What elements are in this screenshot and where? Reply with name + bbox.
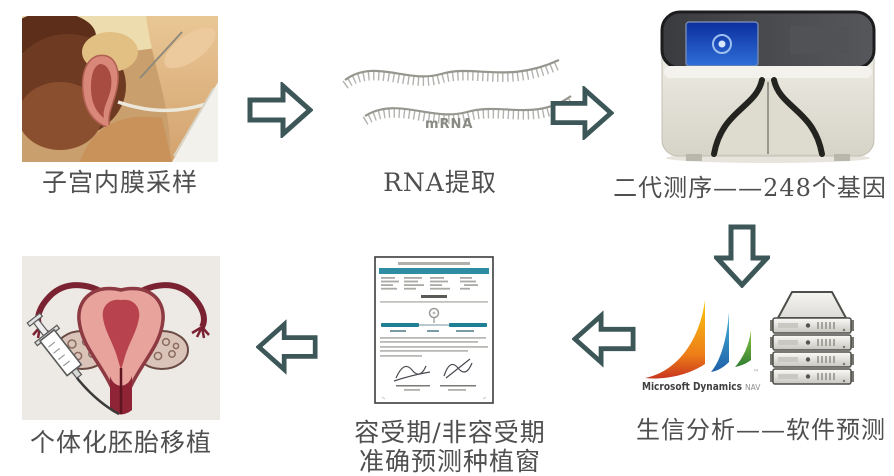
mrna-text-label: mRNA bbox=[425, 117, 474, 132]
prediction-label-line1: 容受期/非容受期 bbox=[354, 418, 546, 447]
report-document bbox=[374, 256, 494, 404]
arrow-left-icon bbox=[256, 319, 318, 375]
arrow-right-icon bbox=[550, 86, 614, 140]
arrow-right-icon bbox=[247, 82, 313, 138]
endometrial-sampling-image bbox=[22, 16, 218, 162]
dynamics-nav-logo: ™ Microsoft Dynamics NAV bbox=[642, 300, 761, 393]
logo-brand-text: Microsoft Dynamics bbox=[642, 380, 742, 393]
arrow-left-icon bbox=[572, 310, 636, 368]
arrow-down-icon bbox=[714, 224, 770, 288]
server-rack-icon bbox=[770, 291, 854, 385]
step-label-bioinformatics: 生信分析——软件预测 bbox=[636, 416, 886, 444]
step-label-rna: RNA提取 bbox=[383, 168, 497, 197]
mrna-strands-icon: mRNA bbox=[342, 59, 574, 132]
embryo-transfer-image bbox=[22, 256, 220, 420]
step-label-prediction: 容受期/非容受期 准确预测种植窗 bbox=[330, 418, 570, 476]
sequencer-machine-icon bbox=[660, 10, 876, 163]
logo-suffix-text: NAV bbox=[745, 383, 761, 392]
step-label-sampling: 子宫内膜采样 bbox=[41, 168, 198, 197]
step-label-sequencing: 二代测序——248个基因 bbox=[613, 174, 887, 202]
logo-tm-mark: ™ bbox=[753, 369, 759, 376]
step-label-transfer: 个体化胚胎移植 bbox=[29, 428, 212, 457]
prediction-label-line2: 准确预测种植窗 bbox=[358, 447, 541, 476]
